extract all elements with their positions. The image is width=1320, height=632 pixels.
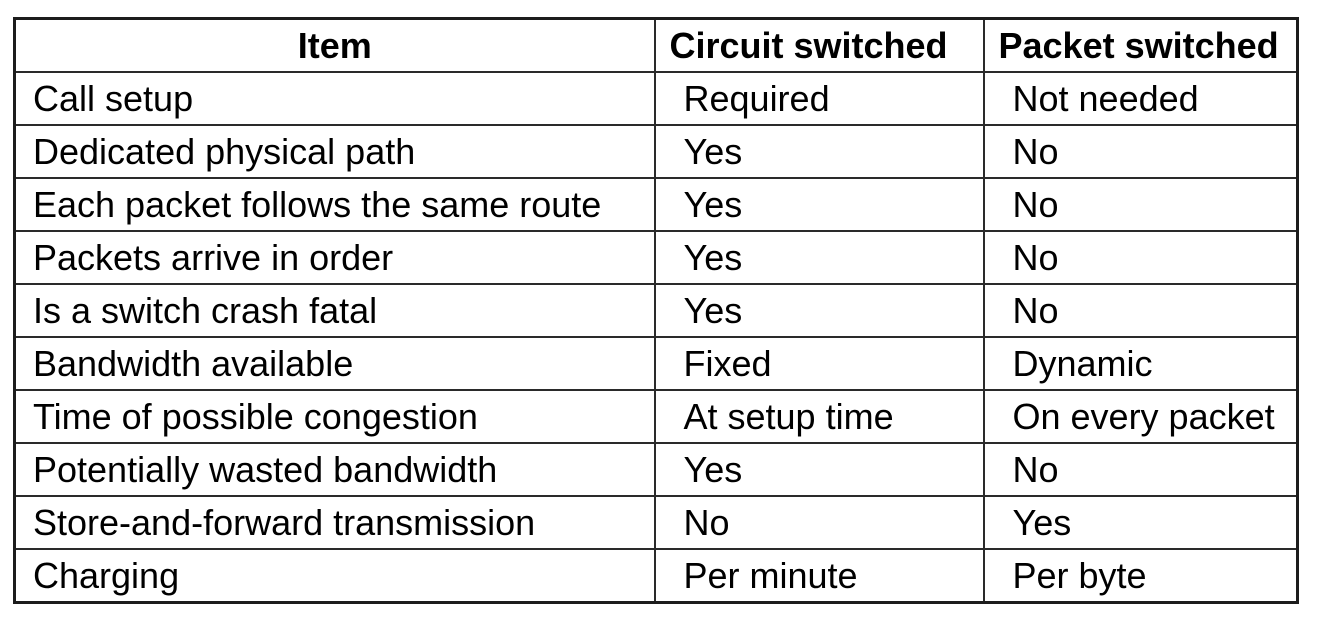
row-label: Bandwidth available: [13, 336, 656, 391]
packet-value: No: [982, 230, 1299, 285]
row-label: Store-and-forward transmission: [13, 495, 656, 550]
row-label: Dedicated physical path: [13, 124, 656, 179]
packet-value: Dynamic: [982, 336, 1299, 391]
table-row-congestion-time: Time of possible congestion At setup tim…: [13, 389, 1299, 444]
row-label: Packets arrive in order: [13, 230, 656, 285]
packet-value: No: [982, 177, 1299, 232]
row-label: Each packet follows the same route: [13, 177, 656, 232]
circuit-value: Yes: [653, 177, 985, 232]
column-header-circuit-switched: Circuit switched: [653, 17, 985, 73]
row-label: Charging: [13, 548, 656, 604]
row-label: Is a switch crash fatal: [13, 283, 656, 338]
packet-value: Yes: [982, 495, 1299, 550]
circuit-value: No: [653, 495, 985, 550]
row-label: Time of possible congestion: [13, 389, 656, 444]
circuit-value: Yes: [653, 283, 985, 338]
circuit-value: Required: [653, 71, 985, 126]
packet-value: No: [982, 442, 1299, 497]
table-row-same-route: Each packet follows the same route Yes N…: [13, 177, 1299, 232]
packet-value: On every packet: [982, 389, 1299, 444]
table-row-bandwidth-available: Bandwidth available Fixed Dynamic: [13, 336, 1299, 391]
table-row-switch-crash: Is a switch crash fatal Yes No: [13, 283, 1299, 338]
row-label: Call setup: [13, 71, 656, 126]
row-label: Potentially wasted bandwidth: [13, 442, 656, 497]
table-row-call-setup: Call setup Required Not needed: [13, 71, 1299, 126]
circuit-value: At setup time: [653, 389, 985, 444]
circuit-vs-packet-table: Item Circuit switched Packet switched Ca…: [13, 17, 1299, 604]
table-row-dedicated-path: Dedicated physical path Yes No: [13, 124, 1299, 179]
table-row-charging: Charging Per minute Per byte: [13, 548, 1299, 604]
circuit-value: Yes: [653, 124, 985, 179]
column-header-packet-switched: Packet switched: [982, 17, 1299, 73]
circuit-value: Fixed: [653, 336, 985, 391]
table-row-packets-in-order: Packets arrive in order Yes No: [13, 230, 1299, 285]
circuit-value: Per minute: [653, 548, 985, 604]
table-row-wasted-bandwidth: Potentially wasted bandwidth Yes No: [13, 442, 1299, 497]
circuit-value: Yes: [653, 442, 985, 497]
header-row: Item Circuit switched Packet switched: [13, 17, 1299, 73]
packet-value: No: [982, 283, 1299, 338]
packet-value: Per byte: [982, 548, 1299, 604]
column-header-item: Item: [13, 17, 656, 73]
circuit-value: Yes: [653, 230, 985, 285]
table-row-store-and-forward: Store-and-forward transmission No Yes: [13, 495, 1299, 550]
packet-value: No: [982, 124, 1299, 179]
packet-value: Not needed: [982, 71, 1299, 126]
